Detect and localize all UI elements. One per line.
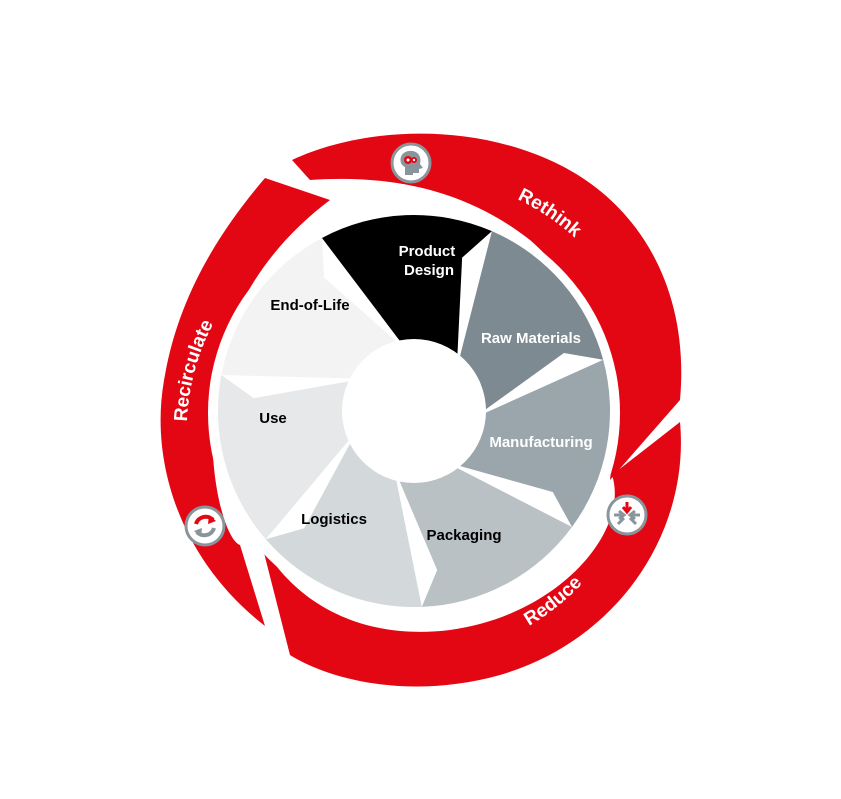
compress-arrows-icon: [606, 494, 648, 536]
segment-label-end-of-life: End-of-Life: [270, 297, 349, 314]
segment-label-raw-materials: Raw Materials: [481, 330, 581, 347]
segment-label-manufacturing: Manufacturing: [489, 434, 592, 451]
segment-end-of-life: [221, 237, 408, 379]
segment-packaging: [393, 462, 572, 607]
segment-use: [217, 375, 364, 540]
segment-label-line: Design: [404, 262, 454, 279]
segment-label-line: Product: [399, 243, 456, 260]
segment-product-design: [321, 215, 492, 369]
center-hub: [342, 339, 486, 483]
segment-label-packaging: Packaging: [426, 527, 501, 544]
reduce-arrow: [262, 422, 681, 687]
head-gears-icon: [390, 142, 432, 184]
segment-label-use: Use: [259, 410, 287, 427]
segment-labels: Product Design Raw Materials Manufacturi…: [259, 243, 592, 544]
segment-label-product-design: Product Design: [399, 243, 460, 279]
rethink-arrow: [292, 133, 682, 480]
recycle-arrows-icon: [184, 505, 226, 547]
segment-raw-materials: [456, 231, 604, 419]
segment-ring: [217, 215, 610, 607]
segment-manufacturing: [445, 359, 610, 527]
segment-label-logistics: Logistics: [301, 511, 367, 528]
